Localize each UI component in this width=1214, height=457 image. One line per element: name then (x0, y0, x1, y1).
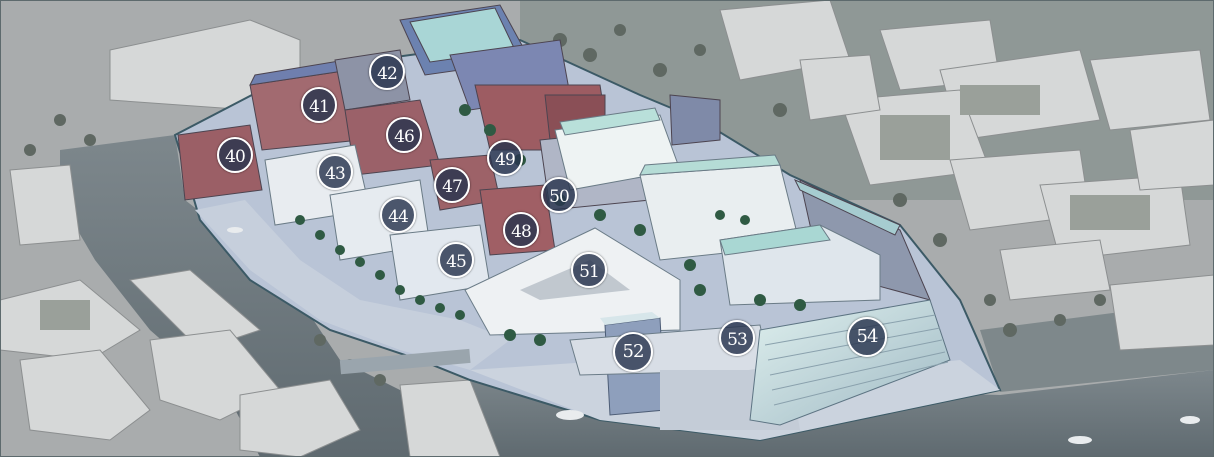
building-marker-52[interactable]: 52 (613, 332, 653, 372)
building-marker-43[interactable]: 43 (317, 154, 353, 190)
building-marker-50[interactable]: 50 (541, 177, 577, 213)
building-marker-47[interactable]: 47 (434, 167, 470, 203)
courtyards (40, 85, 1150, 330)
building-marker-48[interactable]: 48 (503, 212, 539, 248)
building-marker-51[interactable]: 51 (571, 252, 607, 288)
building-marker-49[interactable]: 49 (487, 140, 523, 176)
building-marker-42[interactable]: 42 (369, 54, 405, 90)
building-marker-40[interactable]: 40 (217, 137, 253, 173)
canal-water (60, 135, 470, 457)
building-marker-53[interactable]: 53 (719, 320, 755, 356)
building-marker-44[interactable]: 44 (380, 197, 416, 233)
building-54-shape (749, 299, 951, 426)
building-marker-54[interactable]: 54 (847, 317, 887, 357)
building-marker-45[interactable]: 45 (438, 242, 474, 278)
building-marker-46[interactable]: 46 (386, 117, 422, 153)
boats (227, 227, 1200, 444)
building-marker-41[interactable]: 41 (301, 87, 337, 123)
